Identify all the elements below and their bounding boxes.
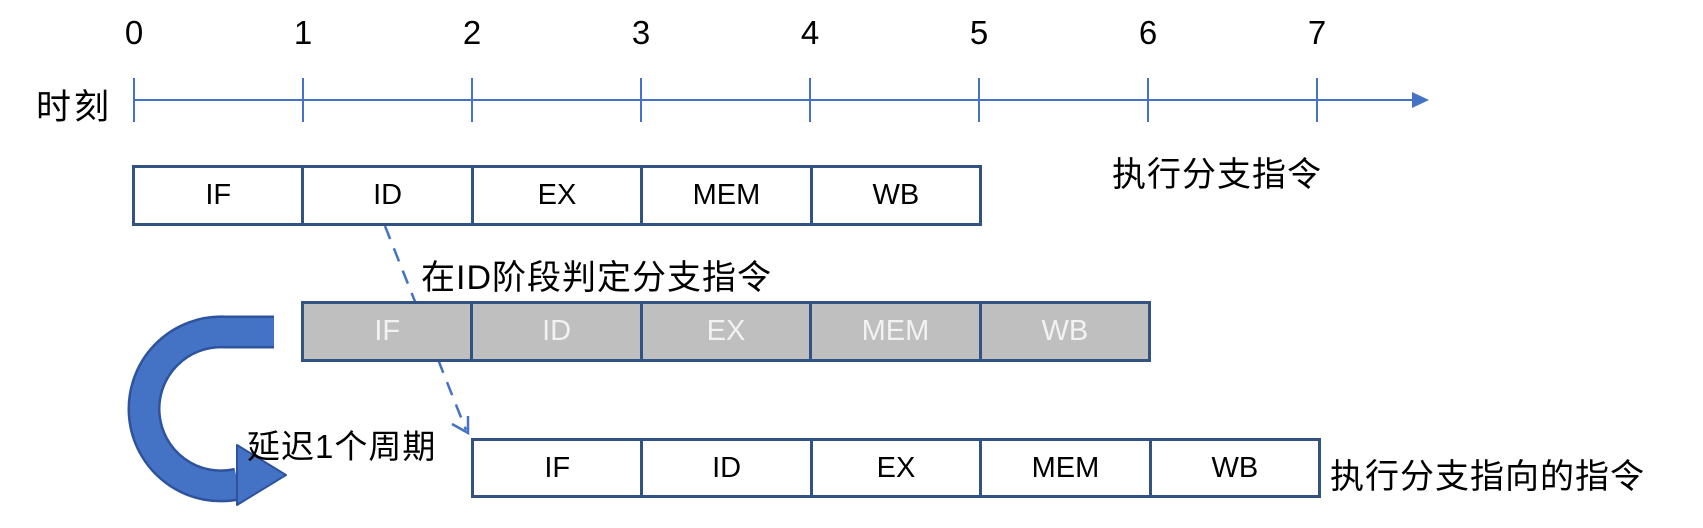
stage-cell-mem: MEM	[979, 441, 1148, 495]
stage-cell-id: ID	[301, 168, 470, 223]
tick-label-3: 3	[631, 14, 651, 51]
tick-label-4: 4	[800, 14, 820, 51]
target-exec-label: 执行分支指向的指令	[1330, 458, 1645, 496]
tick-label-5: 5	[969, 14, 989, 51]
stage-cell-id: ID	[470, 304, 639, 359]
loop-back-arrow-icon	[127, 315, 287, 506]
stage-cell-ex: EX	[809, 441, 979, 495]
stage-cell-if: IF	[205, 179, 232, 211]
branch-exec-label: 执行分支指令	[1112, 156, 1322, 194]
stage-cell-if: IF	[374, 315, 401, 347]
stage-cell-wb: WB	[809, 168, 979, 223]
tick-label-2: 2	[462, 14, 482, 51]
stage-cell-if: IF	[544, 451, 571, 484]
pipeline-row-branch-instruction: IF ID EX MEM WB	[132, 165, 982, 226]
pipeline-row-branch-target-instruction: IF ID EX MEM WB	[471, 438, 1321, 498]
tick-label-0: 0	[124, 14, 144, 51]
stage-cell-ex: EX	[639, 304, 809, 359]
time-axis-ticks	[133, 78, 1318, 122]
tick-label-1: 1	[293, 14, 313, 51]
time-axis-label: 时刻	[36, 88, 113, 127]
pipeline-row-squashed-instruction: IF ID EX MEM WB	[301, 301, 1151, 362]
tick-label-7: 7	[1307, 14, 1327, 51]
stage-cell-ex: EX	[470, 168, 640, 223]
stage-cell-wb: WB	[1148, 441, 1318, 495]
delay-label: 延迟1个周期	[247, 428, 437, 465]
id-decision-label: 在ID阶段判定分支指令	[421, 259, 772, 297]
stage-cell-id: ID	[640, 441, 809, 495]
stage-cell-mem: MEM	[640, 168, 809, 223]
stage-cell-wb: WB	[978, 304, 1148, 359]
tick-label-6: 6	[1138, 14, 1158, 51]
stage-cell-mem: MEM	[809, 304, 978, 359]
time-axis-arrow-icon	[1412, 92, 1429, 108]
